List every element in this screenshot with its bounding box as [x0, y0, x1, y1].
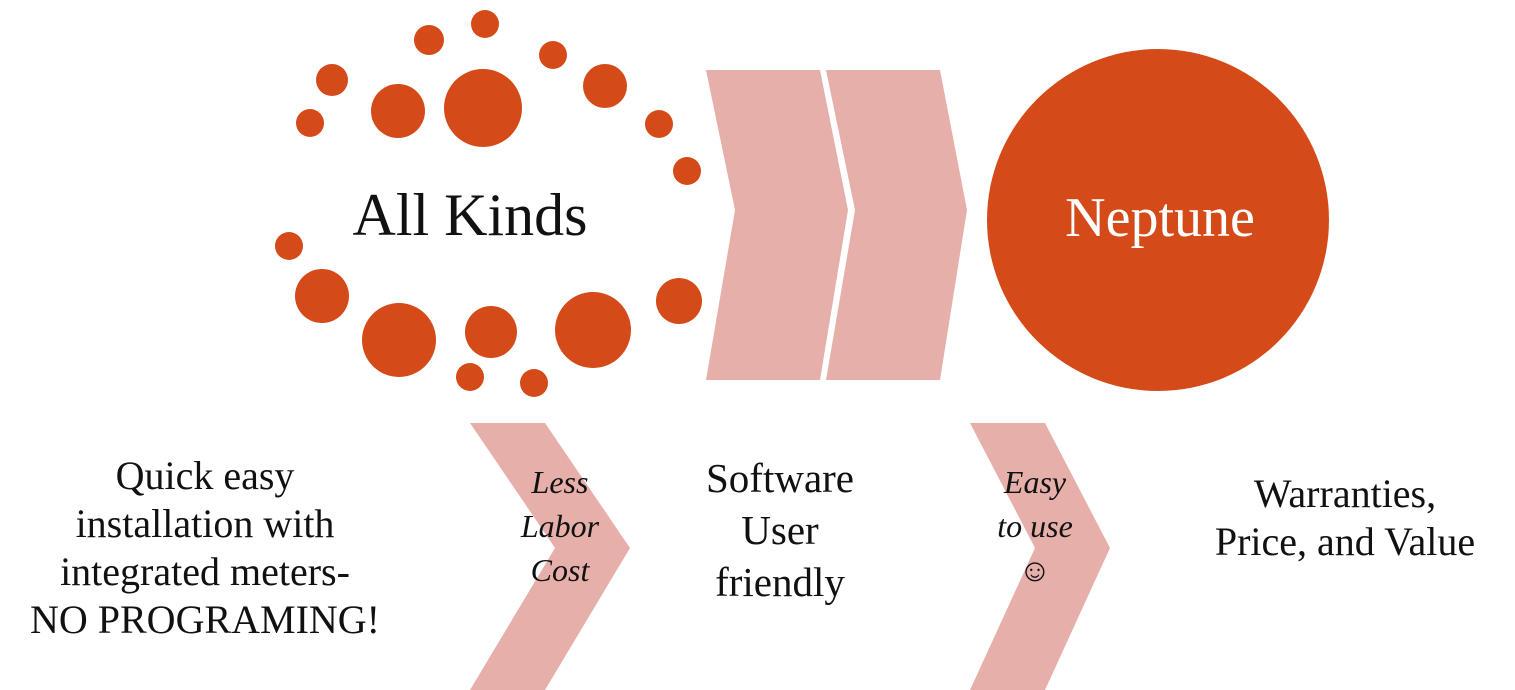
text-line: Quick easy	[115, 453, 295, 498]
dot	[656, 278, 702, 324]
text-line: User	[741, 507, 819, 553]
dot	[316, 64, 348, 96]
dot	[362, 303, 436, 377]
chevron	[706, 70, 848, 380]
text-line: NO PROGRAMING!	[29, 597, 381, 642]
text-line: Cost	[530, 552, 590, 588]
dot-ring	[275, 10, 702, 397]
dot	[465, 306, 517, 358]
chevron-note-easy: Easy to use ☺	[965, 460, 1105, 592]
text-line: Labor	[520, 508, 600, 544]
dot	[471, 10, 499, 38]
dot	[645, 110, 673, 138]
dot	[414, 25, 444, 55]
dot	[456, 363, 484, 391]
source-label: All Kinds	[352, 182, 588, 248]
dot	[295, 269, 349, 323]
target-label: Neptune	[1065, 187, 1255, 249]
text-line: Warranties,	[1253, 471, 1437, 516]
text-block-warranties: Warranties, Price, and Value	[1185, 470, 1505, 566]
dot	[275, 232, 303, 260]
text-line: integrated meters-	[60, 549, 350, 594]
dot	[520, 369, 548, 397]
chevron-note-labor: Less Labor Cost	[490, 460, 630, 592]
dot	[673, 157, 701, 185]
chevron	[470, 423, 630, 690]
dot	[371, 84, 425, 138]
dot	[555, 292, 631, 368]
dot	[583, 64, 627, 108]
chevron	[970, 423, 1110, 690]
text-line: to use	[997, 508, 1073, 544]
text-line: Price, and Value	[1214, 519, 1476, 564]
text-line: Less	[531, 464, 589, 500]
flow-chevrons	[706, 70, 967, 380]
dot	[444, 69, 522, 147]
text-line: Software	[705, 455, 854, 501]
chevron	[826, 70, 967, 380]
text-line: friendly	[715, 559, 845, 605]
target-circle	[987, 49, 1329, 391]
text-line: installation with	[75, 501, 335, 546]
text-block-software: Software User friendly	[675, 452, 885, 608]
text-block-installation: Quick easy installation with integrated …	[0, 452, 410, 644]
smiley-icon: ☺	[1018, 552, 1052, 588]
dot	[539, 41, 567, 69]
text-line: Easy	[1003, 464, 1067, 500]
step-chevrons	[470, 423, 1110, 690]
dot	[296, 109, 324, 137]
